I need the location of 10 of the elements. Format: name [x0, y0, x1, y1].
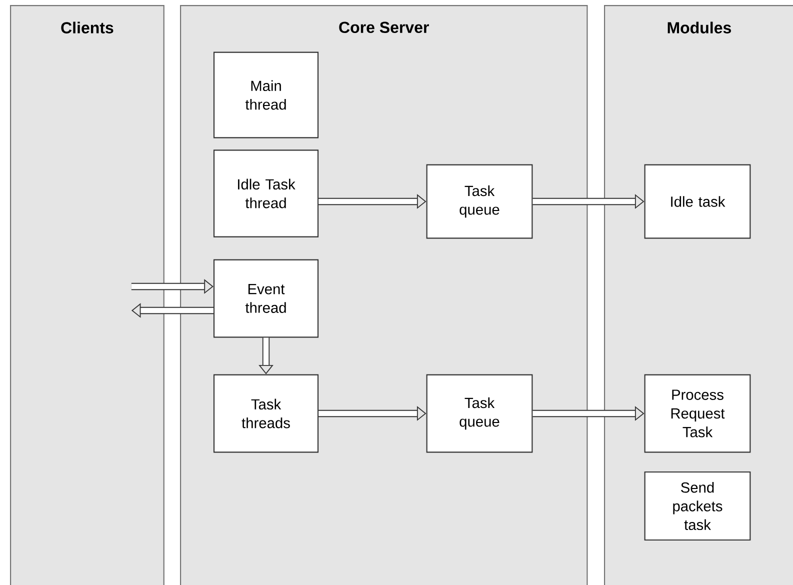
- process-box: Idle Task thread: [213, 150, 319, 238]
- process-box: Event thread: [213, 259, 319, 338]
- process-box: Send packets task: [644, 471, 751, 541]
- column-panel: Clients: [10, 5, 164, 585]
- process-box: Process Request Task: [644, 374, 751, 453]
- process-box: Main thread: [213, 52, 319, 138]
- process-box: Task queue: [426, 374, 533, 453]
- process-box: Task threads: [213, 374, 319, 453]
- process-box: Task queue: [426, 164, 533, 239]
- process-box: Idle task: [644, 164, 751, 239]
